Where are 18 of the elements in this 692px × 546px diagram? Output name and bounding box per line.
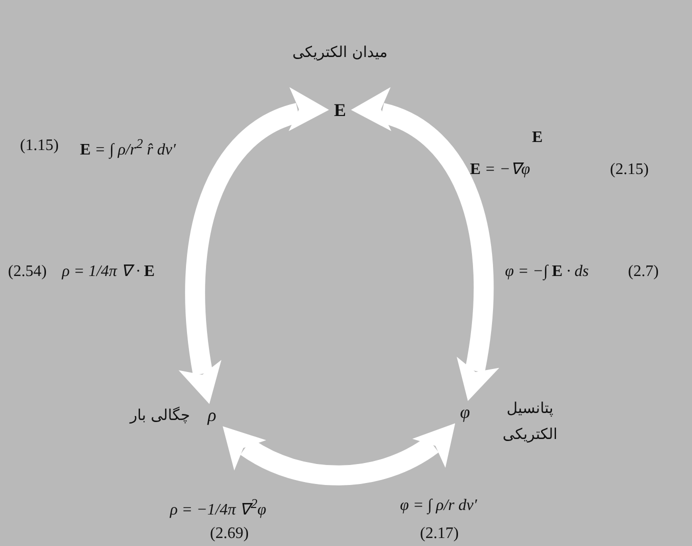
- equation: φ = −∫ E · ds: [505, 262, 589, 282]
- equation-number: (2.7): [628, 262, 659, 282]
- equation-number: (2.69): [210, 524, 249, 544]
- variable-symbol: φ: [453, 400, 477, 424]
- quantity-name: چگالی بار: [128, 405, 190, 426]
- equation-number: (2.15): [610, 160, 649, 180]
- equation: φ = ∫ ρ/r dv′: [400, 496, 477, 516]
- equation-number: (1.15): [20, 136, 59, 156]
- equation: E = ∫ ρ/r$^{2}$ r̂ dv′: [80, 136, 176, 160]
- variable-symbol: ρ: [200, 403, 224, 427]
- quantity-name: میدان الکتریکی: [291, 42, 389, 63]
- equation-number: (2.54): [8, 262, 47, 282]
- equation: E: [532, 128, 543, 148]
- variable-symbol: E: [328, 98, 352, 122]
- equation-number: (2.17): [420, 524, 459, 544]
- equation: ρ = −1/4π ∇$^{2}$φ: [170, 496, 266, 520]
- equation: ρ = 1/4π ∇ · E: [62, 262, 155, 282]
- quantity-name: پتانسیل الکتریکی: [502, 398, 558, 445]
